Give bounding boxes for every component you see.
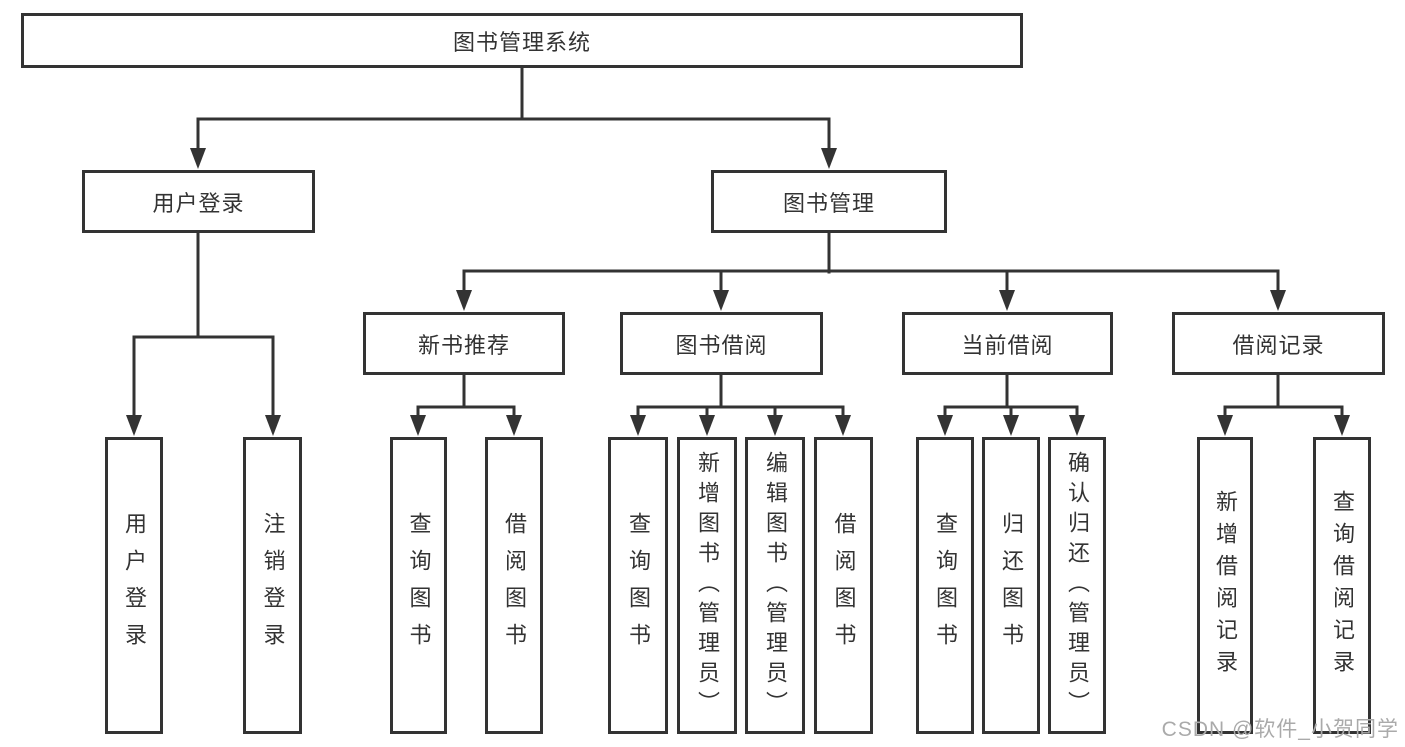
arrow-icon bbox=[1334, 415, 1350, 436]
leaf-borrow-books: 借阅图书 bbox=[814, 437, 873, 734]
leaf-add-books-admin-label: 新增图书（管理员） bbox=[695, 450, 720, 721]
arrow-icon bbox=[265, 415, 281, 436]
node-root: 图书管理系统 bbox=[21, 13, 1023, 68]
leaf-add-books-admin: 新增图书（管理员） bbox=[677, 437, 737, 734]
leaf-edit-books-admin-label: 编辑图书（管理员） bbox=[763, 450, 788, 721]
leaf-edit-books-admin: 编辑图书（管理员） bbox=[745, 437, 805, 734]
arrow-icon bbox=[999, 290, 1015, 311]
leaf-return-books: 归还图书 bbox=[982, 437, 1040, 734]
node-new-book-recommend-label: 新书推荐 bbox=[417, 332, 510, 358]
leaf-user-login-label: 用户登录 bbox=[122, 511, 147, 660]
node-book-borrow-label: 图书借阅 bbox=[675, 332, 768, 358]
node-book-management-label: 图书管理 bbox=[782, 190, 875, 216]
leaf-query-books-current-label: 查询图书 bbox=[933, 511, 958, 660]
node-borrow-records-label: 借阅记录 bbox=[1232, 332, 1325, 358]
arrow-icon bbox=[410, 415, 426, 436]
leaf-query-books-recommend-label: 查询图书 bbox=[406, 511, 432, 660]
node-new-book-recommend: 新书推荐 bbox=[363, 312, 565, 375]
arrow-icon bbox=[713, 290, 729, 311]
arrow-icon bbox=[126, 415, 142, 436]
leaf-return-books-label: 归还图书 bbox=[999, 511, 1024, 660]
arrow-icon bbox=[937, 415, 953, 436]
arrow-icon bbox=[456, 290, 472, 311]
node-borrow-records: 借阅记录 bbox=[1172, 312, 1385, 375]
leaf-query-borrow-record: 查询借阅记录 bbox=[1313, 437, 1371, 734]
leaf-query-books-borrow-label: 查询图书 bbox=[626, 511, 651, 660]
arrow-icon bbox=[1003, 415, 1019, 436]
node-current-borrow: 当前借阅 bbox=[902, 312, 1113, 375]
watermark: CSDN @软件_小贺同学 bbox=[1161, 718, 1399, 741]
leaf-borrow-books-label: 借阅图书 bbox=[831, 511, 857, 660]
node-user-login-label: 用户登录 bbox=[152, 190, 245, 216]
node-book-management: 图书管理 bbox=[711, 170, 947, 233]
arrow-icon bbox=[821, 148, 837, 169]
leaf-confirm-return-admin: 确认归还（管理员） bbox=[1048, 437, 1106, 734]
arrow-icon bbox=[506, 415, 522, 436]
leaf-query-books-borrow: 查询图书 bbox=[608, 437, 668, 734]
leaf-logout-label: 注销登录 bbox=[260, 511, 286, 660]
leaf-user-login: 用户登录 bbox=[105, 437, 163, 734]
leaf-logout: 注销登录 bbox=[243, 437, 302, 734]
leaf-confirm-return-admin-label: 确认归还（管理员） bbox=[1065, 450, 1090, 721]
arrow-icon bbox=[630, 415, 646, 436]
leaf-borrow-books-recommend: 借阅图书 bbox=[485, 437, 543, 734]
leaf-add-borrow-record: 新增借阅记录 bbox=[1197, 437, 1253, 734]
leaf-query-borrow-record-label: 查询借阅记录 bbox=[1330, 489, 1355, 682]
arrow-icon bbox=[1217, 415, 1233, 436]
node-book-borrow: 图书借阅 bbox=[620, 312, 823, 375]
leaf-add-borrow-record-label: 新增借阅记录 bbox=[1213, 489, 1238, 682]
leaf-query-books-current: 查询图书 bbox=[916, 437, 974, 734]
node-user-login: 用户登录 bbox=[82, 170, 315, 233]
arrow-icon bbox=[190, 148, 206, 169]
arrow-icon bbox=[1270, 290, 1286, 311]
leaf-borrow-books-recommend-label: 借阅图书 bbox=[502, 511, 527, 660]
arrow-icon bbox=[699, 415, 715, 436]
node-current-borrow-label: 当前借阅 bbox=[961, 332, 1054, 358]
leaf-query-books-recommend: 查询图书 bbox=[390, 437, 447, 734]
arrow-icon bbox=[767, 415, 783, 436]
arrow-icon bbox=[1069, 415, 1085, 436]
arrow-icon bbox=[835, 415, 851, 436]
node-root-label: 图书管理系统 bbox=[452, 29, 591, 55]
